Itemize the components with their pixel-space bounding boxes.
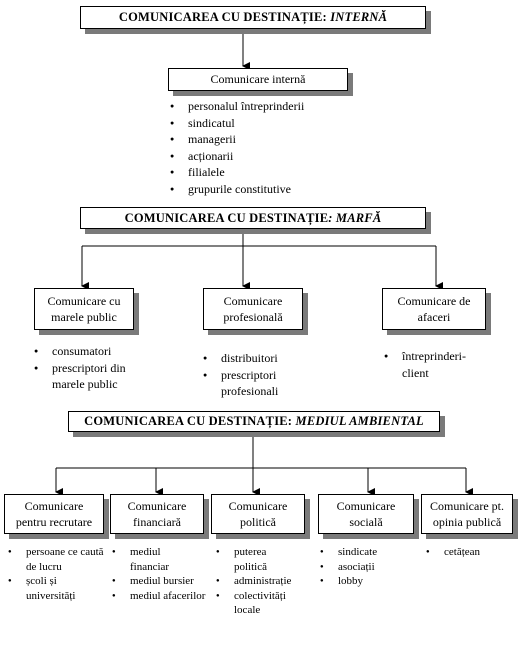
box-recrutare: Comunicare pentru recrutare [4,494,104,534]
list-item: școli și universități [8,574,104,603]
list-item: mediul bursier [112,574,212,589]
list-item: lobby [320,574,410,589]
financiara-list: mediul financiar mediul bursier mediul a… [112,545,212,603]
politica-list: puterea politică administrație colectivi… [216,545,312,618]
recrutare-list: persoane ce caută de lucru școli și univ… [8,545,104,603]
header-marfa: COMUNICAREA CU DESTINAȚIE: MARFĂ [80,207,426,229]
afaceri-list: întreprinderi-client [384,348,484,381]
box-profesionala: Comunicare profesională [203,288,303,330]
list-item: asociații [320,560,410,575]
box-politica: Comunicare politică [211,494,305,534]
box-marele-public: Comunicare cu marele public [34,288,134,330]
list-item: acționarii [170,148,370,165]
box-sociala: Comunicare socială [318,494,414,534]
header-marfa-emph: : MARFĂ [328,210,382,225]
list-item: puterea politică [216,545,292,574]
list-item: personalul întreprinderii [170,98,370,115]
list-item: administrație [216,574,312,589]
list-item: mediul afacerilor [112,589,212,604]
header-internal-emph: INTERNĂ [330,10,388,25]
list-item: întreprinderi-client [384,348,484,381]
list-item: consumatori [34,343,154,360]
internal-list: personalul întreprinderii sindicatul man… [170,98,370,197]
list-item: distribuitori [203,350,313,367]
marele-public-list: consumatori prescriptori din marele publ… [34,343,154,393]
list-item: cetățean [426,545,514,560]
box-comunicare-interna: Comunicare internă [168,68,348,91]
header-mediu: COMUNICAREA CU DESTINAȚIE: MEDIUL AMBIEN… [68,411,440,432]
opinia-publica-list: cetățean [426,545,514,560]
list-item: prescriptori profesionali [203,367,313,400]
sociala-list: sindicate asociații lobby [320,545,410,589]
list-item: colectivități locale [216,589,306,618]
header-internal: COMUNICAREA CU DESTINAȚIE: INTERNĂ [80,6,426,29]
list-item: sindicate [320,545,410,560]
list-item: prescriptori din marele public [34,360,154,393]
list-item: filialele [170,164,370,181]
list-item: sindicatul [170,115,370,132]
header-mediu-prefix: COMUNICAREA CU DESTINAȚIE: [84,414,293,429]
box-afaceri: Comunicare de afaceri [382,288,486,330]
header-mediu-emph: MEDIUL AMBIENTAL [295,414,424,429]
box-financiara: Comunicare financiară [110,494,204,534]
list-item: grupurile constitutive [170,181,370,198]
list-item: mediul financiar [112,545,188,574]
header-marfa-prefix: COMUNICAREA CU DESTINAȚIE [124,210,329,225]
box-opinia-publica: Comunicare pt. opinia publică [421,494,513,534]
profesionala-list: distribuitori prescriptori profesionali [203,350,313,400]
list-item: persoane ce caută de lucru [8,545,104,574]
list-item: managerii [170,131,370,148]
header-internal-prefix: COMUNICAREA CU DESTINAȚIE: [118,10,327,25]
